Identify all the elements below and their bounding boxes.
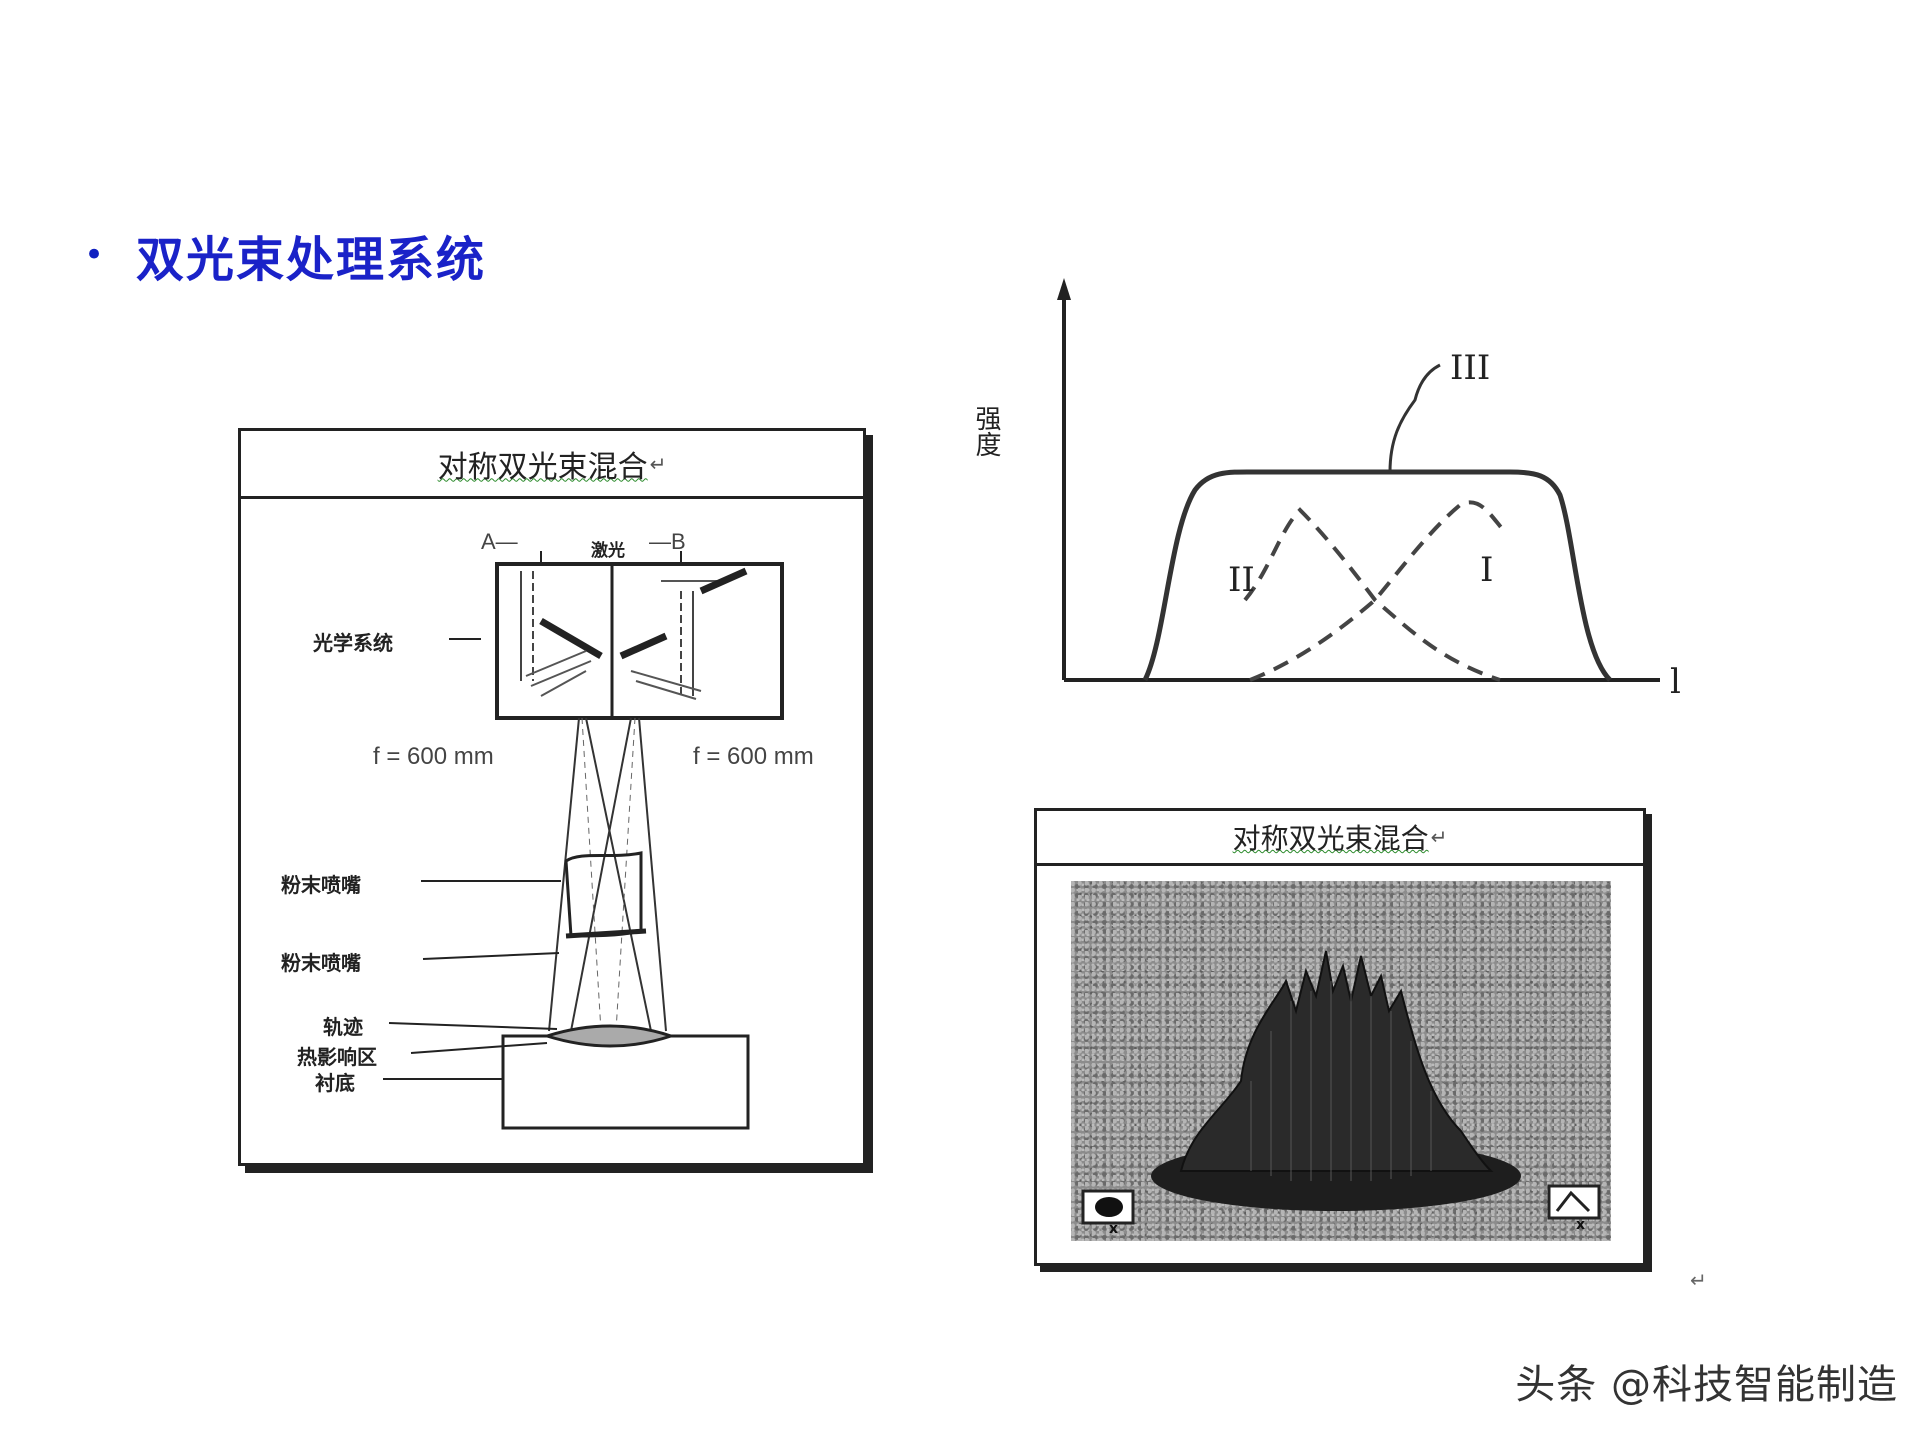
right-mirror (619, 632, 668, 660)
figure-title-bar: 对称双光束混合↵ (1037, 811, 1643, 866)
nozzle-label-2: 粉末喷嘴 (281, 951, 361, 975)
intensity-profile-graph: III II I l (960, 270, 1720, 730)
curve-I (1249, 500, 1507, 682)
dual-beam-schematic: 对称双光束混合↵ (238, 428, 866, 1166)
focal-length-right: f = 600 mm (693, 743, 814, 770)
nozzle-label-1: 粉末喷嘴 (281, 873, 361, 897)
icon-left-x: x (1109, 1221, 1119, 1237)
track-label: 轨迹 (323, 1015, 363, 1039)
figure-title: 对称双光束混合 (1232, 822, 1429, 855)
beam-a-label: A— (481, 529, 518, 554)
curve-III-label: III (1450, 348, 1491, 388)
beam-surface (1081, 950, 1601, 1225)
curve-II-label: II (1228, 560, 1255, 600)
focal-length-left: f = 600 mm (373, 743, 494, 770)
intensity-plot (1057, 278, 1660, 682)
figure-title: 对称双光束混合 (437, 449, 648, 485)
beam-intensity-3d-plot: x x (1071, 881, 1611, 1241)
beam-b-label: —B (649, 529, 686, 554)
paragraph-mark: ↵ (1690, 1268, 1707, 1292)
melt-track (541, 1024, 676, 1048)
schematic-drawing (383, 551, 784, 1130)
left-mirror (539, 617, 603, 660)
intensity-axis-label: 强度 (971, 405, 1001, 457)
figure-title-bar: 对称双光束混合↵ (241, 431, 863, 499)
haz-label: 热影响区 (297, 1045, 377, 1069)
laser-label: 激光 (591, 541, 625, 561)
source-watermark: 头条 @科技智能制造 (1515, 1362, 1898, 1408)
view-icon-right (1547, 1184, 1601, 1220)
beam-profile-figure: 对称双光束混合↵ x x (1034, 808, 1646, 1266)
substrate-label: 衬底 (315, 1071, 355, 1095)
slide-heading: • 双光束处理系统 (84, 220, 486, 290)
icon-right-x: x (1576, 1217, 1586, 1233)
slide-title: 双光束处理系统 (136, 232, 487, 288)
x-axis-label: l (1670, 662, 1681, 702)
y-axis-arrow (1057, 278, 1071, 300)
optics-label: 光学系统 (313, 631, 393, 655)
curve-III (1142, 469, 1612, 682)
bullet-dot: • (84, 235, 105, 275)
substrate-block (501, 1034, 750, 1130)
optics-box (495, 562, 784, 720)
curve-II (1243, 507, 1501, 682)
right-mirror-top (699, 567, 748, 595)
curve-I-label: I (1480, 550, 1494, 590)
